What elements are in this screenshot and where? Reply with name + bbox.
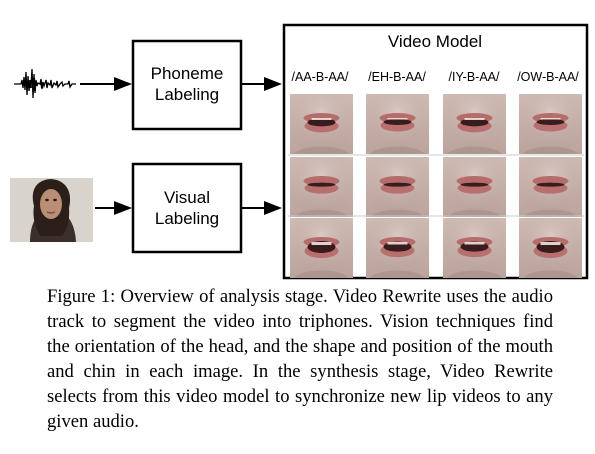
phoneme-box-line-1: Phoneme <box>151 64 224 83</box>
triphone-label-3: /IY-B-AA/ <box>449 70 500 84</box>
phoneme-box-line-2: Labeling <box>155 85 219 104</box>
video-model-panel: Video Model /AA-B-AA/ /EH-B-AA/ /IY-B-AA… <box>282 23 589 280</box>
audio-waveform-icon <box>14 68 76 99</box>
mouth-image <box>519 218 582 278</box>
visual-box-line-1: Visual <box>164 188 210 207</box>
phoneme-to-model-arrow <box>241 77 282 91</box>
mouth-image <box>290 218 353 278</box>
video-model-title: Video Model <box>388 32 482 51</box>
photo-to-visual-arrow <box>95 201 132 215</box>
phoneme-labeling-box: Phoneme Labeling <box>131 39 243 131</box>
mouth-image <box>519 157 582 217</box>
mouth-image <box>290 94 353 154</box>
mouth-image <box>366 94 429 154</box>
triphone-label-1: /AA-B-AA/ <box>292 70 349 84</box>
mouth-image <box>366 218 429 278</box>
visual-box-line-2: Labeling <box>155 209 219 228</box>
mouth-image <box>443 218 506 278</box>
mouth-image <box>366 157 429 217</box>
mouth-image-grid <box>288 94 584 278</box>
visual-to-model-arrow <box>241 201 282 215</box>
mouth-image <box>443 94 506 154</box>
mouth-image <box>519 94 582 154</box>
analysis-stage-diagram: Phoneme Labeling Visual Labeling Video M… <box>10 23 589 280</box>
triphone-label-4: /OW-B-AA/ <box>517 70 579 84</box>
audio-to-phoneme-arrow <box>80 77 132 91</box>
visual-labeling-box: Visual Labeling <box>131 162 243 254</box>
speaker-photo <box>10 178 93 242</box>
figure-caption: Figure 1: Overview of analysis stage. Vi… <box>47 286 553 432</box>
triphone-label-2: /EH-B-AA/ <box>368 70 426 84</box>
mouth-image <box>290 157 353 217</box>
mouth-image <box>443 157 506 217</box>
